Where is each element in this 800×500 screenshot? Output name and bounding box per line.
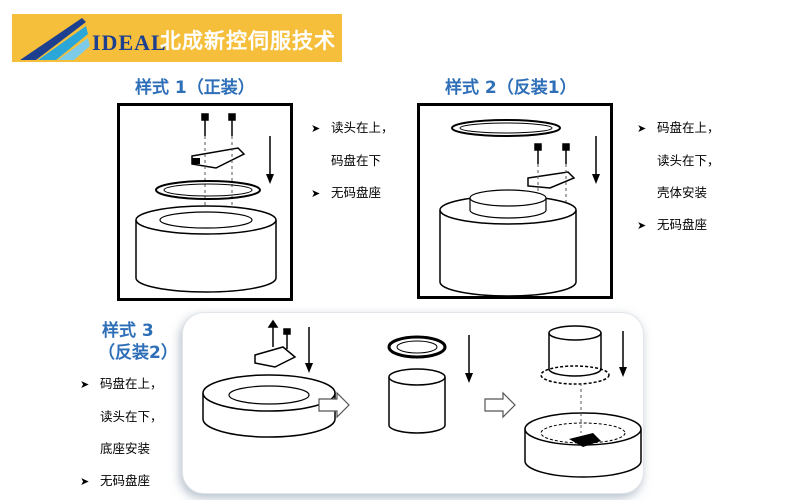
note-item: ➤无码盘座 (311, 177, 394, 210)
style3-title-line1: 样式 3 (102, 321, 154, 341)
style1-diagram (117, 103, 293, 301)
arrowhead-bullet-icon: ➤ (311, 187, 321, 200)
style3-assembly-drawing (202, 319, 642, 478)
note-item: 壳体安装 (657, 185, 708, 200)
arrowhead-bullet-icon: ➤ (80, 475, 90, 488)
step1-base-with-readhead (202, 319, 336, 438)
style3-notes: ➤码盘在上， 读头在下， 底座安装 ➤无码盘座 (80, 368, 163, 498)
note-item: ➤读头在上， (311, 112, 394, 145)
style3-diagram (182, 312, 644, 494)
style1-title: 样式 1（正装） (135, 78, 255, 98)
note-item: 读头在下， (100, 409, 163, 424)
style1-assembly-drawing (135, 113, 277, 293)
style1-notes: ➤读头在上， 码盘在下 ➤无码盘座 (311, 112, 394, 210)
brand-name: IDEAL (92, 30, 167, 55)
note-item: 读头在下， (657, 153, 720, 168)
style3-title-line2: （反装2） (98, 343, 178, 363)
header-banner: IDEAL 北成新控伺服技术 (12, 14, 342, 62)
company-name: 北成新控伺服技术 (160, 29, 336, 53)
arrowhead-bullet-icon: ➤ (637, 219, 647, 232)
style2-notes: ➤码盘在上， 读头在下， 壳体安装 ➤无码盘座 (637, 112, 720, 242)
step2-disk-on-hub (387, 335, 473, 434)
hollow-arrow-icon (318, 391, 350, 419)
style2-diagram (417, 103, 613, 299)
arrowhead-bullet-icon: ➤ (637, 122, 647, 135)
arrowhead-bullet-icon: ➤ (311, 122, 321, 135)
step3-final-assembly (524, 325, 642, 478)
note-item: ➤码盘在上， (637, 112, 720, 145)
note-item: 码盘在下 (331, 153, 382, 168)
note-item: 底座安装 (100, 441, 151, 456)
style2-assembly-drawing (439, 119, 600, 296)
note-item: ➤无码盘座 (637, 209, 720, 242)
ideal-logo-icon (20, 18, 90, 60)
style2-title: 样式 2（反装1） (445, 78, 577, 98)
arrowhead-bullet-icon: ➤ (80, 378, 90, 391)
note-item: ➤码盘在上， (80, 368, 163, 401)
note-item: ➤无码盘座 (80, 465, 163, 498)
hollow-arrow-icon (484, 391, 516, 419)
